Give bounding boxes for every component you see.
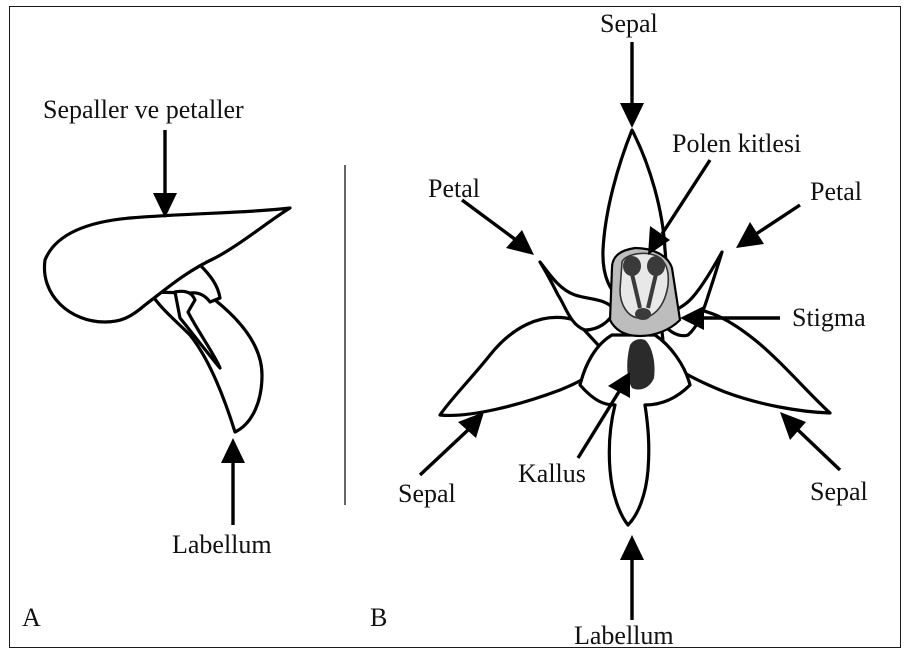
arrow-b-sepal-right	[780, 412, 840, 470]
panel-letter-b: B	[370, 603, 387, 632]
label-petal-left: Petal	[428, 174, 480, 203]
label-sepaller-ve-petaller: Sepaller ve petaller	[43, 95, 244, 124]
label-polen-kitlesi: Polen kitlesi	[672, 129, 801, 158]
label-sepal-left: Sepal	[398, 479, 456, 508]
label-labellum-a: Labellum	[172, 530, 272, 559]
label-sepal-top: Sepal	[600, 9, 658, 38]
label-labellum-b: Labellum	[574, 621, 674, 650]
panel-b-flower	[440, 130, 830, 525]
arrow-b-labellum	[620, 535, 644, 620]
label-petal-right: Petal	[810, 177, 862, 206]
label-sepal-right: Sepal	[810, 477, 868, 506]
arrow-b-sepal-left	[420, 412, 484, 475]
panel-a-flower	[44, 208, 290, 432]
label-stigma: Stigma	[792, 303, 866, 332]
arrow-b-petal-left	[462, 200, 534, 255]
panel-letter-a: A	[22, 603, 41, 632]
arrow-b-sepal-top	[620, 42, 644, 128]
arrow-b-petal-right	[736, 205, 800, 248]
arrow-a-top	[153, 130, 177, 218]
label-kallus: Kallus	[518, 459, 586, 488]
arrow-a-bottom	[221, 438, 245, 525]
